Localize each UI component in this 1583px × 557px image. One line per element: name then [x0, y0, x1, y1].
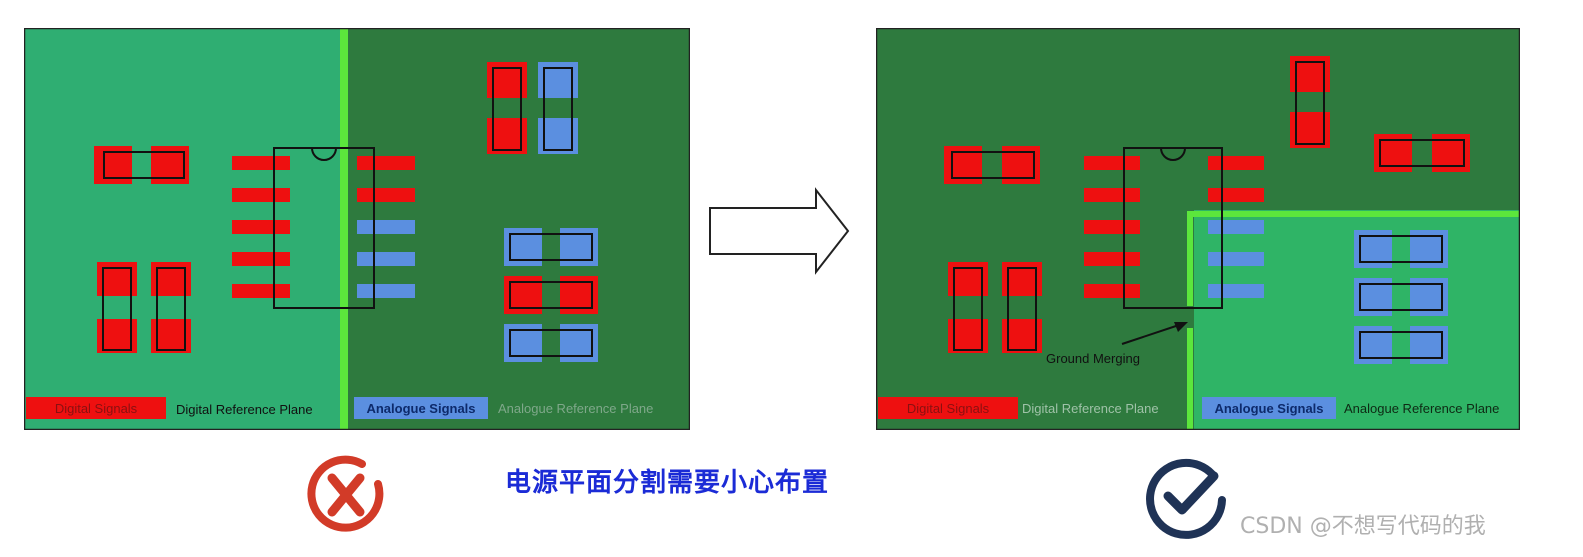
ic-right-pins [357, 156, 415, 298]
digital-component [94, 146, 189, 184]
digital-component [948, 262, 988, 353]
digital-component [1374, 134, 1470, 172]
right-check-icon [1146, 458, 1226, 539]
digital-plane-label: Digital Reference Plane [176, 402, 313, 417]
analogue-signals-label: Analogue Signals [366, 401, 475, 416]
digital-signals-swatch [26, 397, 166, 419]
caption: 电源平面分割需要小心布置 [505, 468, 830, 498]
analogue-component [504, 228, 598, 266]
right-pcb-diagram: Ground Merging Digital Signals Digital R… [876, 28, 1520, 430]
digital-component [151, 262, 191, 353]
digital-component [487, 62, 527, 154]
analogue-signals-swatch [1202, 397, 1336, 419]
digital-component [944, 146, 1040, 184]
analogue-component [1354, 278, 1448, 316]
digital-component [504, 276, 598, 314]
left-pcb-diagram: Digital Signals Digital Reference Plane … [24, 28, 690, 430]
analogue-component [504, 324, 598, 362]
ic-body [273, 147, 375, 309]
analogue-plane-label: Analogue Reference Plane [1344, 401, 1499, 416]
digital-signals-label: Digital Signals [55, 401, 138, 416]
digital-signals-label: Digital Signals [907, 401, 990, 416]
analogue-component [1354, 326, 1448, 364]
plane-split-line [340, 28, 348, 430]
ground-merging-arrow [1121, 322, 1188, 345]
analogue-signals-swatch [354, 397, 488, 419]
ground-merging-label: Ground Merging [1046, 351, 1140, 366]
digital-signals-swatch [878, 397, 1018, 419]
arrow-right-icon [709, 187, 850, 275]
digital-component [97, 262, 137, 353]
analogue-component [1354, 230, 1448, 268]
ic-body [1123, 147, 1223, 309]
ic-digital-pins [1084, 156, 1140, 298]
ic-digital-pins [232, 156, 290, 298]
watermark: CSDN @不想写代码的我 [1240, 514, 1486, 539]
digital-component [1290, 56, 1330, 148]
analogue-signals-label: Analogue Signals [1214, 401, 1323, 416]
digital-component [1002, 262, 1042, 353]
digital-plane-label: Digital Reference Plane [1022, 401, 1159, 416]
plane-split-line [1187, 211, 1520, 430]
analogue-component [538, 62, 578, 154]
analogue-plane-label: Analogue Reference Plane [498, 401, 653, 416]
wrong-cross-icon [307, 455, 384, 532]
